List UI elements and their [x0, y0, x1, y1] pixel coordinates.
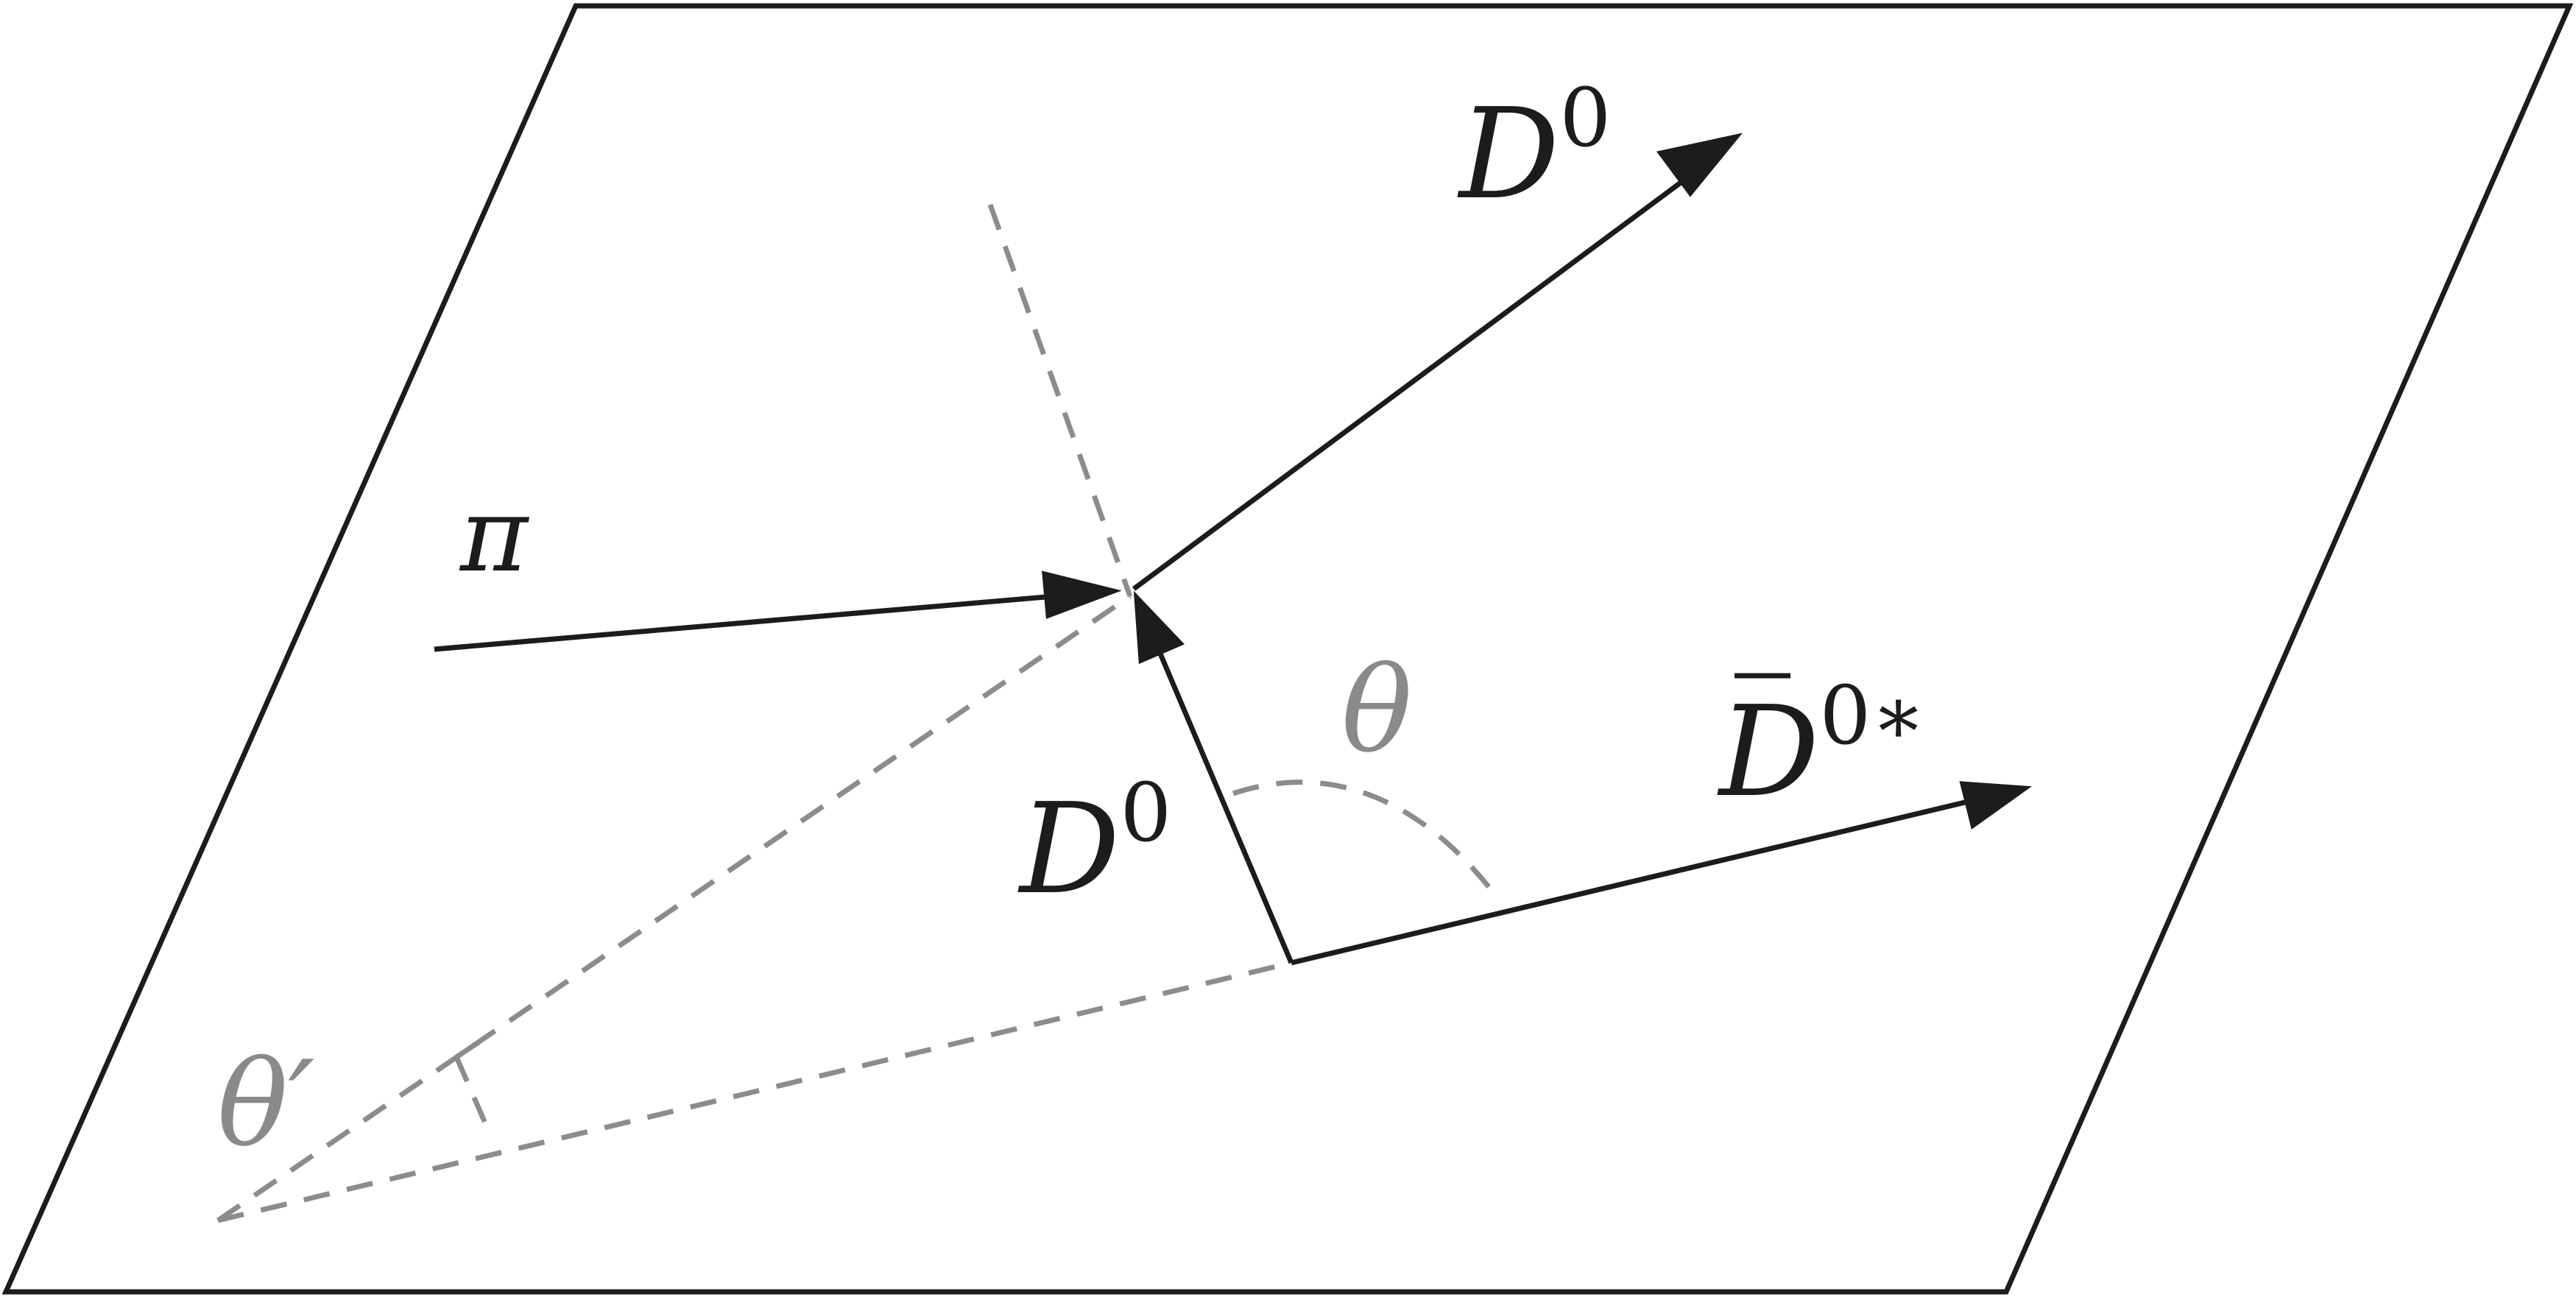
d0-outgoing-line [1132, 161, 1709, 591]
d0-exchanged-arrowhead [1133, 590, 1185, 665]
dashed-line-to-vertex [216, 594, 1132, 1223]
dbar0star-line [1291, 796, 1981, 966]
pion-arrowhead [1042, 570, 1122, 619]
pion-line [434, 592, 1072, 652]
dashed-normal-line [987, 203, 1133, 598]
d0-outgoing-arrowhead [1656, 132, 1743, 197]
theta-angle-arc [1232, 780, 1495, 894]
theta-prime-label: θ′ [217, 1035, 315, 1173]
theta-label: θ [1341, 641, 1412, 779]
d0-outgoing-label: D0 [1457, 71, 1611, 227]
d0-exchanged-line [1149, 633, 1294, 964]
dashed-construction-lines [216, 203, 1495, 1223]
d0-exchanged-label: D0 [1017, 766, 1171, 922]
momentum-arrows [434, 132, 2032, 966]
svg-text:D0∗: D0∗ [1717, 668, 1926, 825]
dbar0star-label: D0∗ [1717, 668, 1926, 825]
dbar0star-arrowhead [1959, 781, 2032, 830]
right-angle-marker [454, 1056, 489, 1126]
dashed-line-to-corner [217, 960, 1292, 1223]
right-angle-marker-top [455, 1040, 480, 1059]
pion-label: π [459, 476, 530, 596]
plane-parallelogram [1, 3, 2574, 1295]
